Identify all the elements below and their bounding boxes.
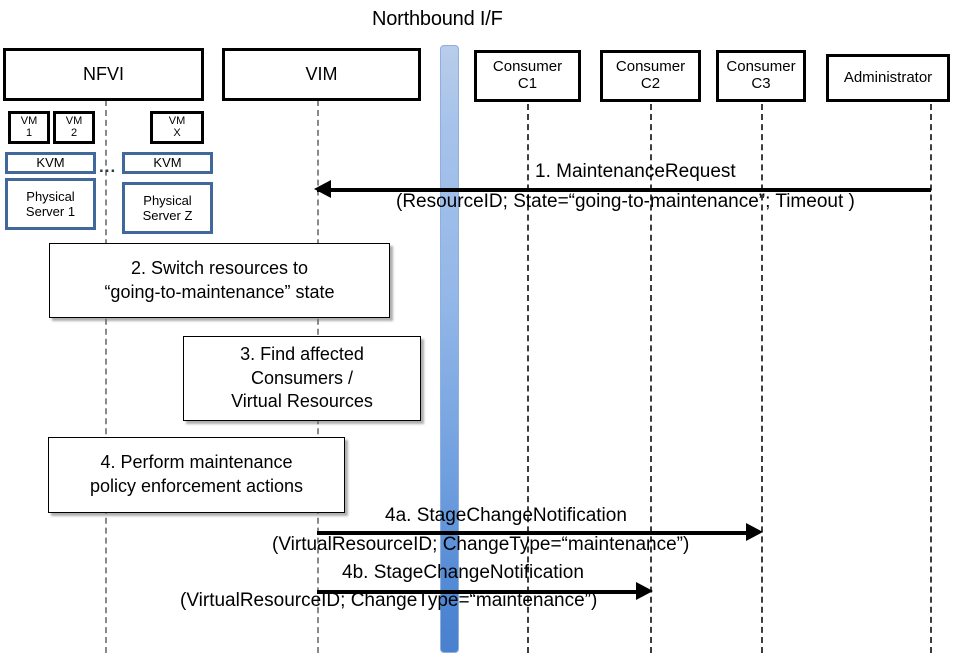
lifeline-administrator: [930, 104, 932, 653]
lifeline-header-vim-label: VIM: [305, 64, 338, 85]
message-4b-line: [317, 590, 637, 594]
vm-box-1[interactable]: VM 1: [8, 111, 50, 144]
step-box-2[interactable]: 2. Switch resources to “going-to-mainten…: [49, 243, 390, 318]
step-box-3[interactable]: 3. Find affected Consumers / Virtual Res…: [183, 336, 421, 421]
physical-server-1-line1: Physical: [26, 188, 75, 204]
step-3-line3: Virtual Resources: [231, 391, 373, 412]
message-1-arrowhead-icon: [314, 180, 331, 198]
message-4b-params: (VirtualResourceID; ChangeType=“maintena…: [180, 590, 598, 611]
physical-server-z-line2: Server Z: [142, 208, 193, 223]
consumer-c1-label-line1: Consumer: [492, 58, 563, 76]
step-2-line2: “going-to-maintenance” state: [104, 281, 335, 302]
page-title: Northbound I/F: [372, 8, 503, 30]
hypervisor-kvm-2[interactable]: KVM: [122, 152, 213, 174]
northbound-interface-bar: [440, 45, 459, 653]
message-4b-arrowhead-icon: [636, 582, 653, 600]
lifeline-header-consumer-c3[interactable]: Consumer C3: [716, 50, 806, 102]
lifeline-header-nfvi[interactable]: NFVI: [3, 48, 204, 101]
step-box-4[interactable]: 4. Perform maintenance policy enforcemen…: [48, 437, 345, 513]
message-4b-title: 4b. StageChangeNotification: [342, 562, 584, 583]
step-3-line2: Consumers /: [250, 367, 354, 388]
step-2-line1: 2. Switch resources to: [130, 257, 309, 278]
lifeline-consumer-c1: [527, 104, 529, 653]
consumer-c3-label-line2: C3: [751, 75, 771, 92]
vm-box-x[interactable]: VM X: [150, 111, 204, 144]
step-3-line1: 3. Find affected: [240, 343, 364, 364]
consumer-c3-label-line1: Consumer: [726, 58, 796, 76]
lifeline-header-nfvi-label: NFVI: [82, 64, 124, 85]
message-1-title: 1. MaintenanceRequest: [535, 161, 736, 182]
vm-1-label-line1: VM: [20, 114, 38, 127]
ellipsis-icon: ...: [99, 157, 117, 176]
physical-server-z[interactable]: Physical Server Z: [122, 182, 213, 234]
message-1-line: [317, 188, 931, 192]
message-4a-params: (VirtualResourceID; ChangeType=“maintena…: [272, 534, 690, 555]
hypervisor-kvm-1-label: KVM: [36, 155, 65, 171]
lifeline-header-administrator[interactable]: Administrator: [826, 54, 950, 102]
hypervisor-kvm-2-label: KVM: [153, 155, 182, 171]
consumer-c2-label-line1: Consumer: [615, 58, 686, 76]
hypervisor-kvm-1[interactable]: KVM: [5, 152, 96, 174]
consumer-c2-label-line2: C2: [640, 75, 661, 92]
message-4a-line: [317, 531, 747, 535]
message-4a-title: 4a. StageChangeNotification: [385, 505, 627, 526]
lifeline-header-vim[interactable]: VIM: [222, 48, 421, 101]
lifeline-consumer-c2: [650, 104, 652, 653]
lifeline-header-consumer-c2[interactable]: Consumer C2: [600, 50, 701, 102]
vm-x-label-line1: VM: [168, 114, 186, 127]
physical-server-1-line2: Server 1: [25, 204, 76, 219]
vm-x-label-line2: X: [173, 126, 181, 139]
lifeline-header-consumer-c1[interactable]: Consumer C1: [474, 50, 581, 102]
step-4-line2: policy enforcement actions: [89, 476, 304, 496]
physical-server-1[interactable]: Physical Server 1: [5, 178, 96, 230]
consumer-c1-label-line2: C1: [517, 75, 538, 92]
lifeline-consumer-c3: [761, 104, 763, 653]
step-4-line1: 4. Perform maintenance: [100, 452, 293, 473]
lifeline-nfvi: [105, 100, 107, 653]
vm-1-label-line2: 1: [25, 126, 33, 139]
message-4a-arrowhead-icon: [746, 523, 763, 541]
physical-server-z-line1: Physical: [143, 192, 192, 208]
vm-2-label-line2: 2: [70, 126, 78, 139]
vm-2-label-line1: VM: [65, 114, 83, 127]
message-1-params: (ResourceID; State=“going-to-maintenance…: [396, 191, 855, 212]
administrator-label: Administrator: [843, 68, 933, 86]
vm-box-2[interactable]: VM 2: [53, 111, 95, 144]
